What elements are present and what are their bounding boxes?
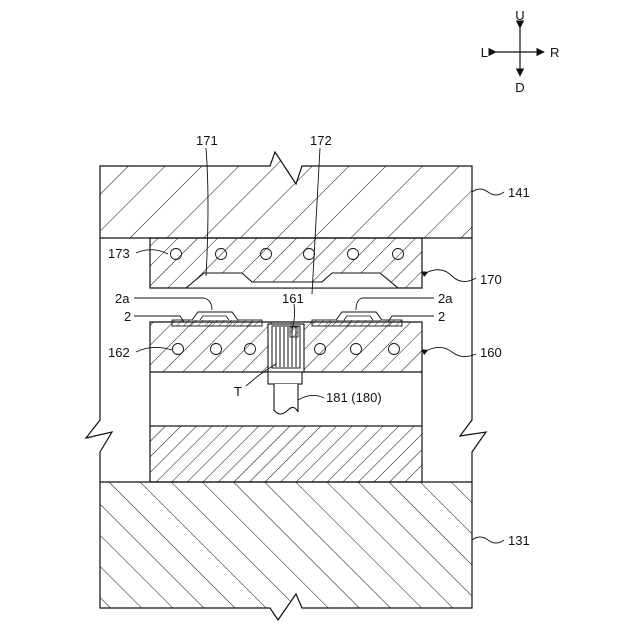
lower-mold-131 xyxy=(100,482,472,620)
label-2a-right: 2a xyxy=(438,291,453,306)
upper-die-170 xyxy=(150,238,422,288)
workpiece-left xyxy=(172,320,262,326)
label-172: 172 xyxy=(310,133,332,148)
label-2-right: 2 xyxy=(438,309,445,324)
label-171: 171 xyxy=(196,133,218,148)
label-181-180: 181 (180) xyxy=(326,390,382,405)
compass-right-label: R xyxy=(550,45,559,60)
lower-base-block xyxy=(150,426,422,482)
compass-up-label: U xyxy=(515,8,524,23)
label-T: T xyxy=(234,384,242,399)
upper-mold-141 xyxy=(100,152,472,238)
label-170: 170 xyxy=(480,272,502,287)
label-141: 141 xyxy=(508,185,530,200)
label-173: 173 xyxy=(108,246,130,261)
terminal-T xyxy=(272,326,300,368)
lower-die-160 xyxy=(150,312,422,372)
label-160: 160 xyxy=(480,345,502,360)
label-162: 162 xyxy=(108,345,130,360)
label-131: 131 xyxy=(508,533,530,548)
label-2a-left: 2a xyxy=(115,291,130,306)
compass-left-label: L xyxy=(481,45,488,60)
direction-compass: U D L R xyxy=(481,8,560,95)
label-2-left: 2 xyxy=(124,309,131,324)
label-161: 161 xyxy=(282,291,304,306)
ejector-rod xyxy=(268,372,302,414)
compass-down-label: D xyxy=(515,80,524,95)
